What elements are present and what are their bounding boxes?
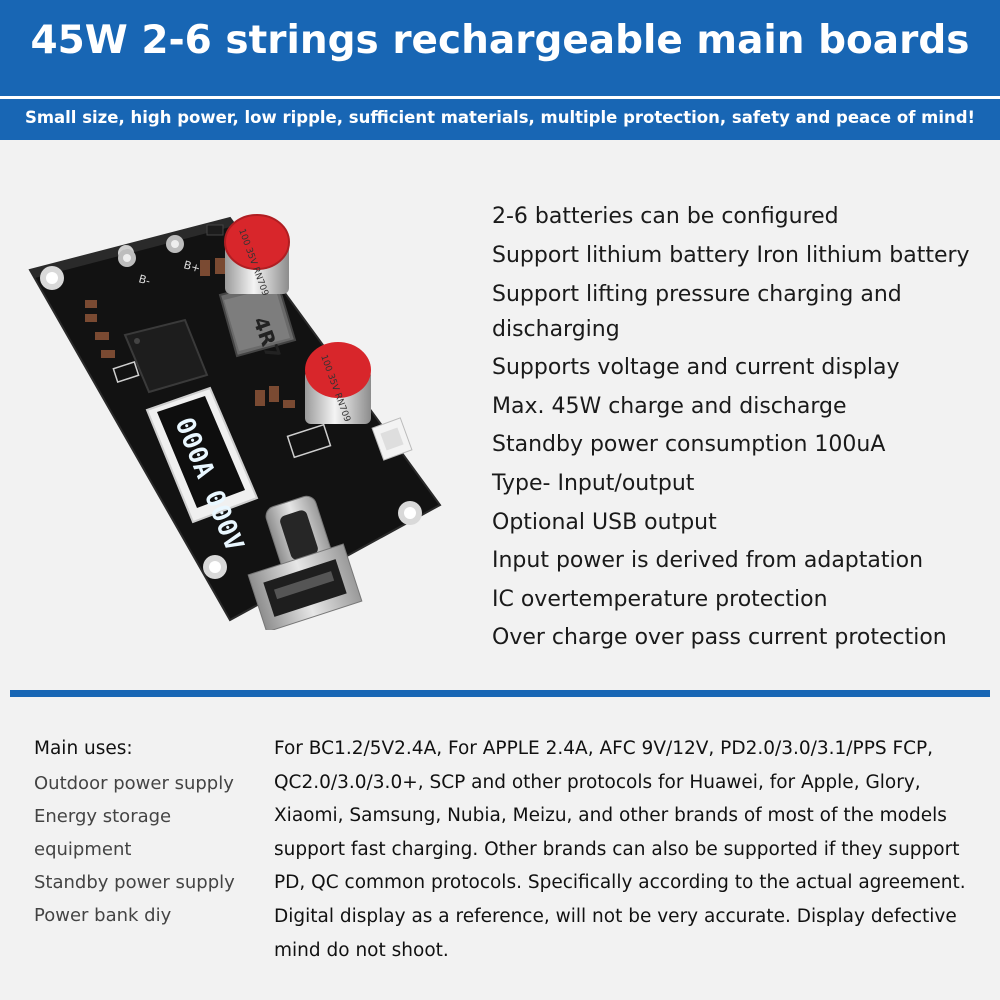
capacitor-2: 100 35V RN709	[305, 342, 371, 424]
silkscreen	[112, 360, 332, 459]
mounting-holes	[40, 245, 422, 579]
use-item: Standby power supply	[34, 872, 235, 893]
feature-item: Standby power consumption 100uA	[492, 432, 886, 458]
use-item: Energy storage equipment	[34, 806, 172, 860]
use-item: Outdoor power supply	[34, 773, 234, 794]
pad-label-b-plus: B+	[182, 258, 202, 275]
page-title: 45W 2-6 strings rechargeable main boards	[30, 18, 970, 63]
feature-item: Support lithium battery Iron lithium bat…	[492, 242, 970, 268]
feature-item: 2-6 batteries can be configured	[492, 204, 839, 229]
main-uses-heading: Main uses:	[34, 738, 133, 759]
pcb-board-image: B- B+ 4R7 100 35V RN709 100 35V RN709 00…	[28, 214, 442, 630]
header-rule	[0, 96, 1000, 99]
feature-item: Supports voltage and current display	[492, 355, 900, 381]
main-uses-list: Outdoor power supply Energy storage equi…	[34, 767, 274, 932]
feature-list: 2-6 batteries can be configured Support …	[492, 198, 997, 658]
jst-connector	[371, 417, 413, 461]
capacitor-1: 100 35V RN709	[224, 214, 290, 298]
feature-item: Type- Input/output	[492, 470, 695, 496]
main-uses: Main uses: Outdoor power supply Energy s…	[34, 738, 274, 932]
protocol-description: For BC1.2/5V2.4A, For APPLE 2.4A, AFC 9V…	[274, 738, 966, 961]
feature-item: Over charge over pass current protection	[492, 625, 947, 651]
feature-item: Optional USB output	[492, 509, 717, 535]
feature-item: Max. 45W charge and discharge	[492, 393, 847, 419]
feature-item: Input power is derived from adaptation	[492, 548, 924, 574]
feature-item: Support lifting pressure charging and di…	[492, 282, 902, 343]
section-divider	[10, 690, 990, 697]
page-subtitle: Small size, high power, low ripple, suff…	[24, 108, 976, 127]
controller-ic	[123, 318, 209, 394]
feature-item: IC overtemperature protection	[492, 586, 828, 612]
battery-pads: B- B+	[118, 235, 202, 288]
pad-label-b-minus: B-	[137, 272, 152, 288]
usb-a-port	[247, 543, 363, 630]
use-item: Power bank diy	[34, 905, 172, 926]
header-banner: 45W 2-6 strings rechargeable main boards…	[0, 0, 1000, 140]
